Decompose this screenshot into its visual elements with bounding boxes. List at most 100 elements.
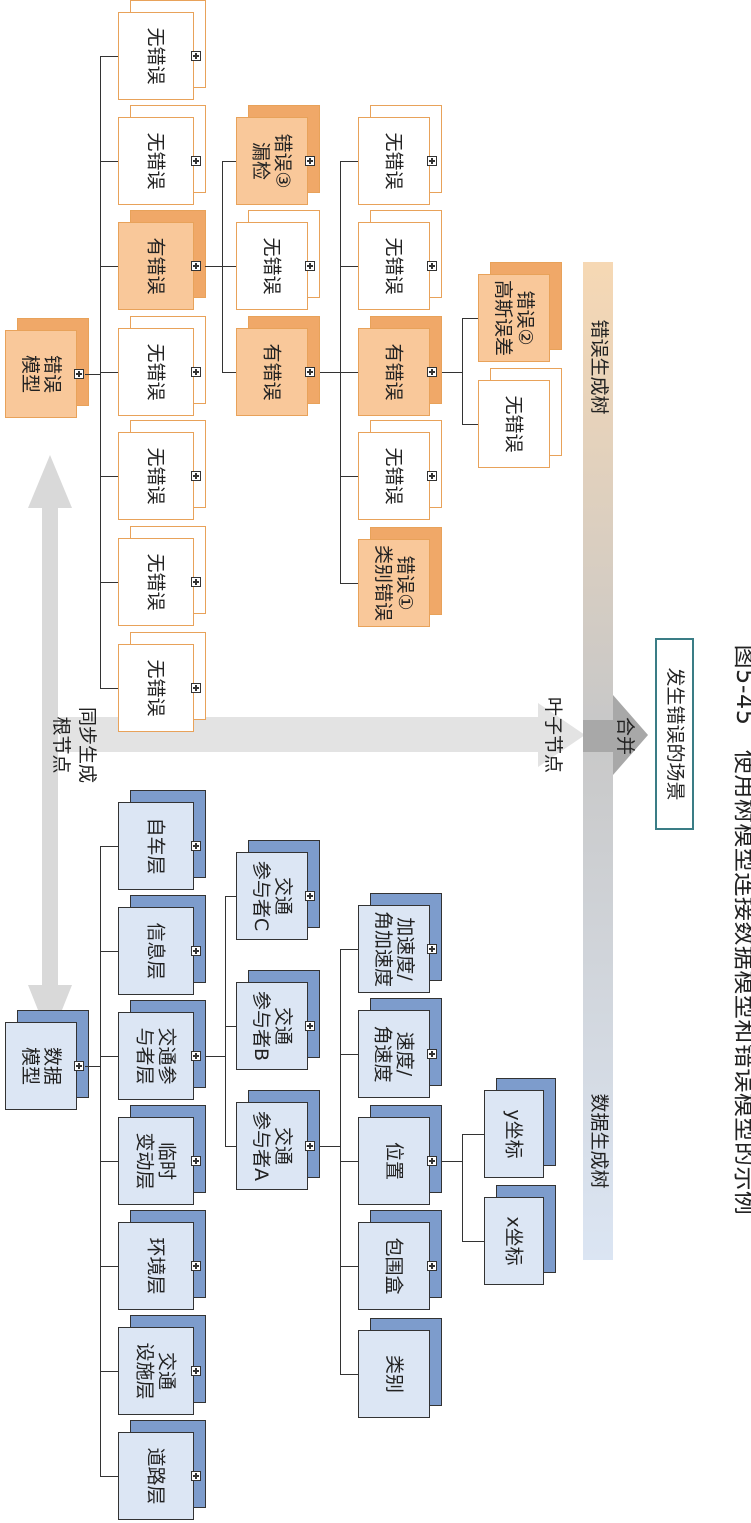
error-level1-node-expand-icon[interactable] [191, 51, 201, 61]
data-level1-node: 自车层 [118, 790, 206, 890]
error-level1-node: 无错误 [118, 316, 206, 416]
data-attribute-node-label: 类别 [382, 1354, 405, 1394]
data-part-bus [225, 896, 227, 1146]
data-level1-node: 道路层 [118, 1420, 206, 1520]
data-attribute-node-label: 加速度/ 角加速度 [372, 910, 417, 988]
data-participant-node-expand-icon[interactable] [305, 1021, 315, 1031]
data-l1-link [100, 951, 118, 953]
error-level1-node-label: 无错误 [144, 659, 167, 717]
error-level1-node-expand-icon[interactable] [191, 683, 201, 693]
error-l4-bus [462, 318, 464, 424]
error-level1-node-expand-icon[interactable] [191, 156, 201, 166]
error-level3-node-expand-icon[interactable] [427, 471, 437, 481]
error-level3-node-label: 有错误 [382, 343, 405, 401]
error-root-node-expand-icon[interactable] [74, 369, 84, 379]
data-level1-node-label: 交通参 与者层 [133, 1027, 178, 1085]
error-level3-node-label: 无错误 [382, 237, 405, 295]
data-tree-label: 数据生成树 [588, 1093, 610, 1189]
data-level1-node-face: 交通参 与者层 [118, 1012, 194, 1100]
data-attr-link [340, 1266, 358, 1268]
data-level1-node-expand-icon[interactable] [191, 1156, 201, 1166]
error-l3-link [340, 266, 358, 268]
data-level1-node-face: 交通 设施层 [118, 1327, 194, 1415]
error-l1-link [100, 56, 118, 58]
data-attribute-node: 包围盒 [358, 1210, 442, 1310]
data-participant-node: 交通 参与者A [236, 1090, 320, 1190]
merge-arrow [583, 695, 648, 775]
error-level1-node-expand-icon[interactable] [191, 471, 201, 481]
error-level1-node-expand-icon[interactable] [191, 367, 201, 377]
error-level4-node: 错误② 高斯误差 [478, 262, 562, 362]
data-participant-node-expand-icon[interactable] [305, 1141, 315, 1151]
data-attribute-node-face: 位置 [358, 1117, 430, 1205]
data-level1-node-expand-icon[interactable] [191, 841, 201, 851]
error-level3-node-label: 无错误 [382, 132, 405, 190]
error-level3-node-expand-icon[interactable] [427, 156, 437, 166]
data-level1-node-expand-icon[interactable] [191, 946, 201, 956]
error-level1-node-expand-icon[interactable] [191, 261, 201, 271]
data-participant-node-face: 交通 参与者A [236, 1102, 308, 1190]
data-attribute-node-label: 包围盒 [382, 1237, 405, 1295]
data-attribute-node-face: 包围盒 [358, 1222, 430, 1310]
merge-label: 合并 [614, 716, 636, 755]
data-attribute-node-expand-icon[interactable] [427, 1049, 437, 1059]
data-level1-node-expand-icon[interactable] [191, 1051, 201, 1061]
data-root-node-expand-icon[interactable] [74, 1061, 84, 1071]
data-attribute-node: 类别 [358, 1318, 442, 1418]
error-level2-node-expand-icon[interactable] [305, 367, 315, 377]
error-level2-node-expand-icon[interactable] [305, 261, 315, 271]
error-level2-node-face: 有错误 [236, 328, 308, 416]
result-scene-box: 发生错误的场景 [655, 638, 694, 830]
error-level2-node-face: 错误③ 漏检 [236, 117, 308, 205]
error-level2-node: 无错误 [236, 210, 320, 310]
error-level1-node-expand-icon[interactable] [191, 577, 201, 587]
error-level1-node-face: 无错误 [118, 328, 194, 416]
error-level4-node-label: 错误② 高斯误差 [492, 279, 537, 357]
error-level2-node: 错误③ 漏检 [236, 105, 320, 205]
data-l1-link [100, 846, 118, 848]
error-level1-node-label: 无错误 [144, 447, 167, 505]
data-level1-node-expand-icon[interactable] [191, 1366, 201, 1376]
error-l1-link [100, 476, 118, 478]
data-coord-node-face: y坐标 [484, 1090, 544, 1178]
data-root-node: 数据 模型 [5, 1010, 89, 1110]
error-l2-link [222, 372, 236, 374]
data-coord-node: x坐标 [484, 1185, 556, 1285]
data-l1-link [100, 1056, 118, 1058]
error-level3-node-expand-icon[interactable] [427, 367, 437, 377]
error-root-link [85, 374, 100, 376]
data-part-root-link [205, 1056, 225, 1058]
data-level1-node-face: 环境层 [118, 1222, 194, 1310]
data-level1-node-label: 信息层 [144, 922, 167, 980]
data-attribute-node-expand-icon[interactable] [427, 1156, 437, 1166]
data-coord-link [462, 1241, 484, 1243]
figure-caption: 图5-45 使用树模型连接数据模型和错误模型的示例 [731, 644, 751, 1216]
data-part-link [225, 1146, 236, 1148]
data-attribute-node-expand-icon[interactable] [427, 944, 437, 954]
error-l1-link [100, 688, 118, 690]
data-level1-node-label: 道路层 [144, 1447, 167, 1505]
error-level3-node-face: 无错误 [358, 222, 430, 310]
data-level1-node-face: 道路层 [118, 1432, 194, 1520]
error-level2-node-label: 错误③ 漏检 [249, 133, 294, 189]
data-level1-node-expand-icon[interactable] [191, 1261, 201, 1271]
data-attr-link [340, 1374, 358, 1376]
error-l1-link [100, 372, 118, 374]
error-level1-node-face: 无错误 [118, 644, 194, 732]
error-level1-node-face: 无错误 [118, 432, 194, 520]
data-attribute-node-face: 加速度/ 角加速度 [358, 905, 430, 993]
data-coord-link [462, 1134, 484, 1136]
data-tree-bar [583, 752, 613, 1260]
data-attribute-node-expand-icon[interactable] [427, 1261, 437, 1271]
error-level3-node-expand-icon[interactable] [427, 261, 437, 271]
data-level1-node-label: 自车层 [144, 817, 167, 875]
data-level1-node-expand-icon[interactable] [191, 1471, 201, 1481]
error-level2-node-expand-icon[interactable] [305, 156, 315, 166]
data-participant-node-expand-icon[interactable] [305, 891, 315, 901]
error-level3-node: 有错误 [358, 316, 442, 416]
error-level1-node: 无错误 [118, 632, 206, 732]
data-participant-node-label: 交通 参与者B [250, 990, 295, 1062]
data-l1-link [100, 1161, 118, 1163]
error-level1-node: 无错误 [118, 420, 206, 520]
data-participant-node: 交通 参与者B [236, 970, 320, 1070]
